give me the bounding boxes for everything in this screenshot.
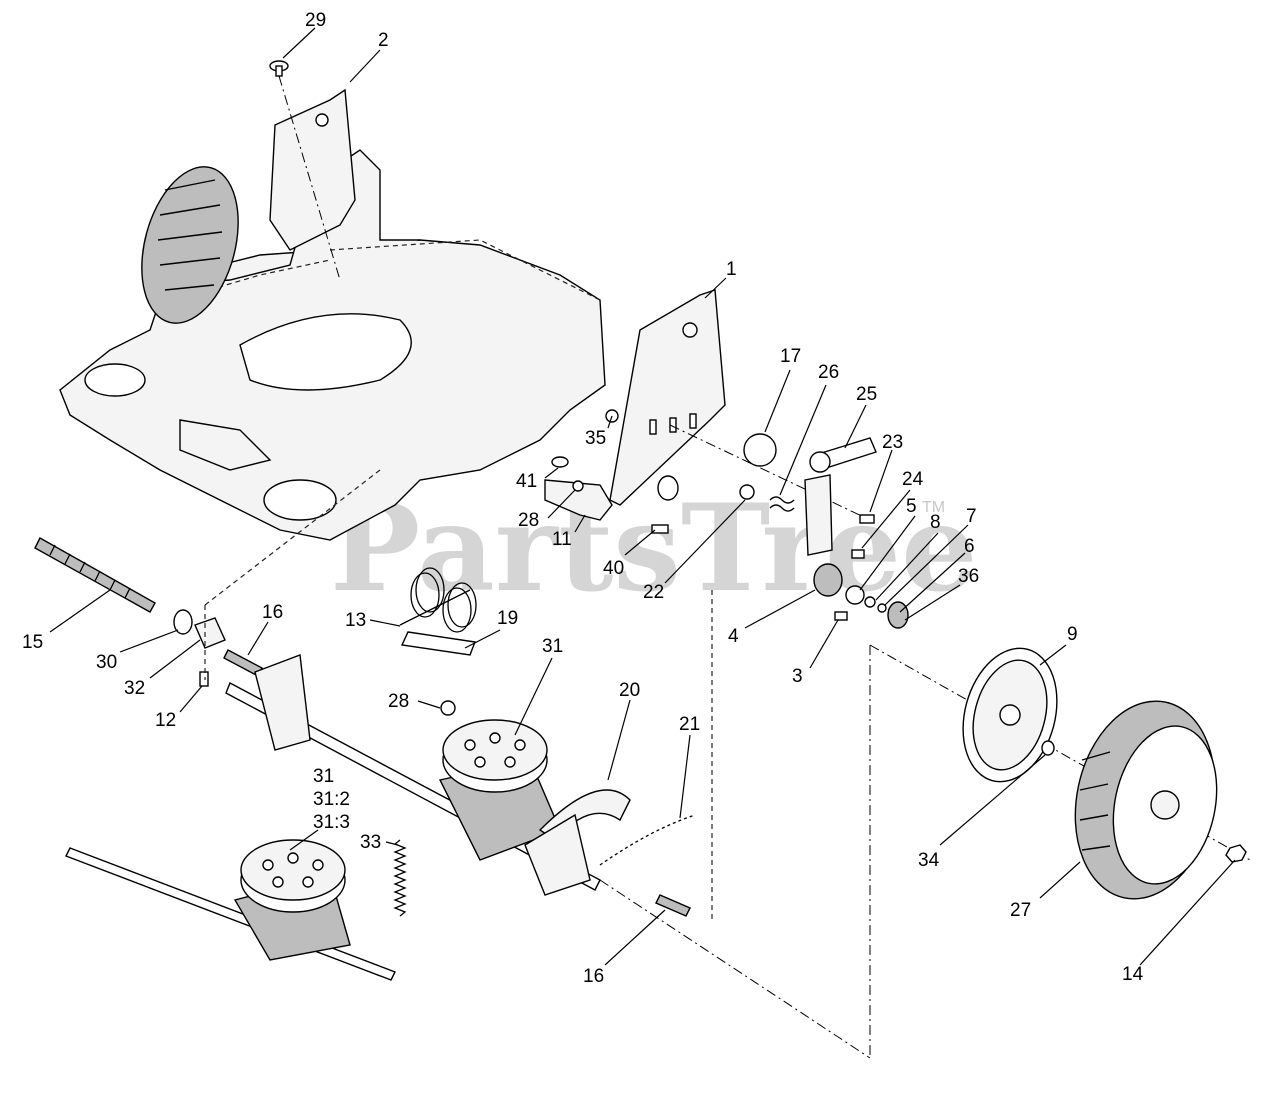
frame-rear-wheel xyxy=(141,166,239,324)
callout-35: 35 xyxy=(585,428,606,449)
part-24-bolt xyxy=(851,549,865,559)
callout-22: 22 xyxy=(643,582,664,603)
callout-14: 14 xyxy=(1122,964,1144,985)
part-20-lever-plate xyxy=(524,813,591,896)
part-28-nut-lower xyxy=(440,700,456,716)
callout-31-3: 31:3 xyxy=(313,812,350,833)
axis-line-29 xyxy=(278,75,341,281)
part-1-side-plate xyxy=(609,289,726,506)
callout-16-lower: 16 xyxy=(583,966,604,987)
part-30-bushing xyxy=(173,609,193,635)
watermark-tm: TM xyxy=(922,499,945,516)
callout-20: 20 xyxy=(619,680,640,701)
part-16-rod-lower xyxy=(655,894,691,917)
callout-31-2: 31:2 xyxy=(313,789,350,810)
callout-9: 9 xyxy=(1067,624,1078,645)
part-22-washer xyxy=(739,484,755,500)
part-8-washer xyxy=(864,596,876,608)
callout-4: 4 xyxy=(728,626,739,647)
callout-31-lower: 31 xyxy=(313,766,334,787)
callout-16-upper: 16 xyxy=(262,602,283,623)
callout-28-upper: 28 xyxy=(518,510,539,531)
callout-31-upper: 31 xyxy=(542,636,563,657)
part-29-plug xyxy=(269,60,289,77)
height-bracket xyxy=(804,474,833,556)
leader-lines xyxy=(49,27,1236,966)
callout-labels: 29 2 1 17 26 25 23 24 5 8 7 6 36 35 41 2… xyxy=(22,10,1144,987)
part-4-bearing xyxy=(813,563,843,597)
watermark-text: PartsTree xyxy=(330,478,977,619)
axis-line-1 xyxy=(669,424,871,521)
callout-19: 19 xyxy=(497,608,518,629)
callout-2: 2 xyxy=(378,30,389,51)
part-12-screw xyxy=(199,671,209,687)
callout-17: 17 xyxy=(780,346,801,367)
callout-33: 33 xyxy=(360,832,381,853)
callout-15: 15 xyxy=(22,632,43,653)
part-31-transmission-upper xyxy=(438,719,561,861)
axle-end-plate xyxy=(254,654,311,751)
part-19-plate xyxy=(400,631,476,656)
callout-7: 7 xyxy=(966,506,977,527)
callout-32: 32 xyxy=(124,678,145,699)
part-11-bracket xyxy=(544,479,613,521)
callout-23: 23 xyxy=(882,432,903,453)
part-26-spring xyxy=(769,496,795,512)
part-7-clip xyxy=(877,603,887,613)
part-33-spring xyxy=(393,839,407,917)
callout-13: 13 xyxy=(345,610,366,631)
part-23-bolt xyxy=(859,514,875,524)
part-27-wheel xyxy=(1074,700,1218,900)
callout-26: 26 xyxy=(818,362,839,383)
callout-12: 12 xyxy=(155,710,176,731)
part-3-bolt xyxy=(834,611,848,621)
rear-axle-lower xyxy=(65,847,396,981)
part-34-washer xyxy=(1041,740,1055,756)
callout-28-lower: 28 xyxy=(388,691,409,712)
callout-36: 36 xyxy=(958,566,979,587)
callout-27: 27 xyxy=(1010,900,1031,921)
guide-line-2 xyxy=(204,469,381,606)
part-15-threaded-rod xyxy=(34,537,156,613)
callout-40: 40 xyxy=(603,558,624,579)
callout-6: 6 xyxy=(964,536,975,557)
callout-41: 41 xyxy=(516,471,537,492)
callout-25: 25 xyxy=(856,384,877,405)
part-5-washer xyxy=(845,585,865,605)
part-17-washer xyxy=(743,433,777,467)
callout-1: 1 xyxy=(726,259,737,280)
callout-5: 5 xyxy=(906,496,917,517)
part-28-nut-upper xyxy=(572,480,584,492)
part-41-plug xyxy=(551,456,569,468)
part-40-bolt xyxy=(651,524,669,534)
part-14-nut xyxy=(1225,844,1247,863)
part-9-wheel-hub xyxy=(962,647,1058,783)
part-21-arc xyxy=(599,814,696,866)
callout-29: 29 xyxy=(305,10,326,31)
part-2-handle-bracket xyxy=(269,88,356,251)
callout-3: 3 xyxy=(792,666,803,687)
guide-line-5 xyxy=(599,879,871,1059)
callout-24: 24 xyxy=(902,469,924,490)
callout-21: 21 xyxy=(679,714,700,735)
part-31-transmission-lower xyxy=(233,839,351,961)
part-6-gear xyxy=(887,601,909,629)
part-32-bracket xyxy=(194,617,226,649)
callout-34: 34 xyxy=(918,850,940,871)
part-13-torsion-springs xyxy=(399,567,477,633)
callout-8: 8 xyxy=(930,512,941,533)
callout-30: 30 xyxy=(96,652,117,673)
part-25-rod xyxy=(809,437,877,473)
callout-11: 11 xyxy=(552,529,572,550)
